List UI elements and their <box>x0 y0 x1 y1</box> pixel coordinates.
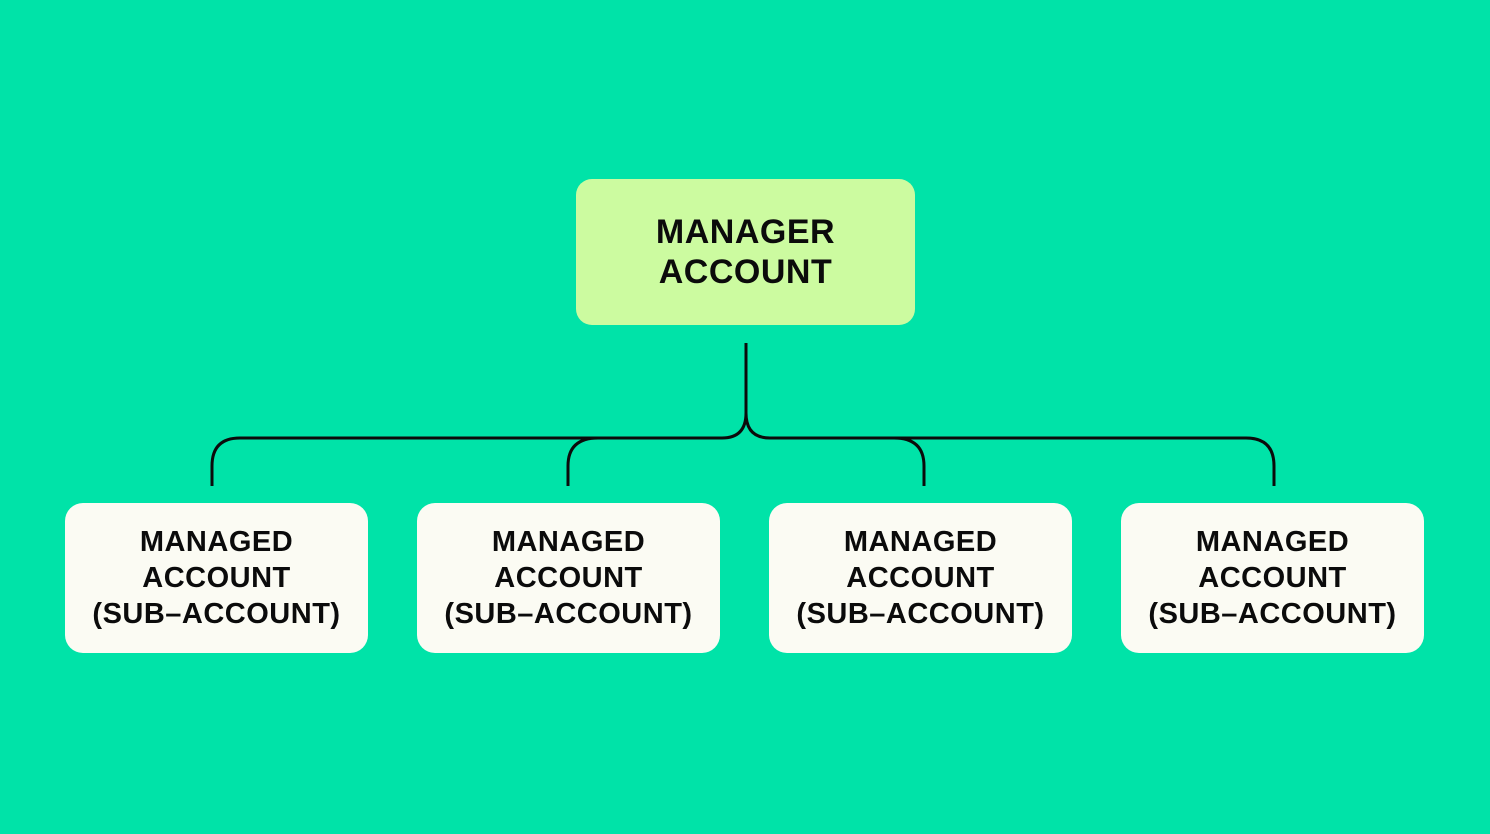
connector-drop-3 <box>893 436 926 486</box>
managed-account-line1: MANAGED <box>843 526 998 558</box>
managed-account-box-3: MANAGED ACCOUNT (SUB–ACCOUNT) <box>769 503 1072 653</box>
connector-branch-right <box>744 412 1276 486</box>
managed-account-line2: ACCOUNT <box>142 562 291 594</box>
managed-account-line1: MANAGED <box>139 526 294 558</box>
managed-account-line3: (SUB–ACCOUNT) <box>444 598 693 630</box>
connector-drop-2 <box>566 436 599 486</box>
managed-account-line2: ACCOUNT <box>494 562 643 594</box>
managed-account-box-2: MANAGED ACCOUNT (SUB–ACCOUNT) <box>417 503 720 653</box>
managed-account-box-1: MANAGED ACCOUNT (SUB–ACCOUNT) <box>65 503 368 653</box>
managed-account-line3: (SUB–ACCOUNT) <box>1148 598 1397 630</box>
managed-account-box-4: MANAGED ACCOUNT (SUB–ACCOUNT) <box>1121 503 1424 653</box>
managed-account-line2: ACCOUNT <box>1198 562 1347 594</box>
managed-account-line3: (SUB–ACCOUNT) <box>92 598 341 630</box>
managed-account-line1: MANAGED <box>491 526 646 558</box>
connector-branch-left <box>210 412 748 486</box>
manager-account-box: MANAGER ACCOUNT <box>576 179 915 325</box>
managed-account-line3: (SUB–ACCOUNT) <box>796 598 1045 630</box>
manager-account-line2: ACCOUNT <box>658 253 833 291</box>
managed-account-line1: MANAGED <box>1195 526 1350 558</box>
managed-account-line2: ACCOUNT <box>846 562 995 594</box>
manager-account-line1: MANAGER <box>655 213 836 251</box>
